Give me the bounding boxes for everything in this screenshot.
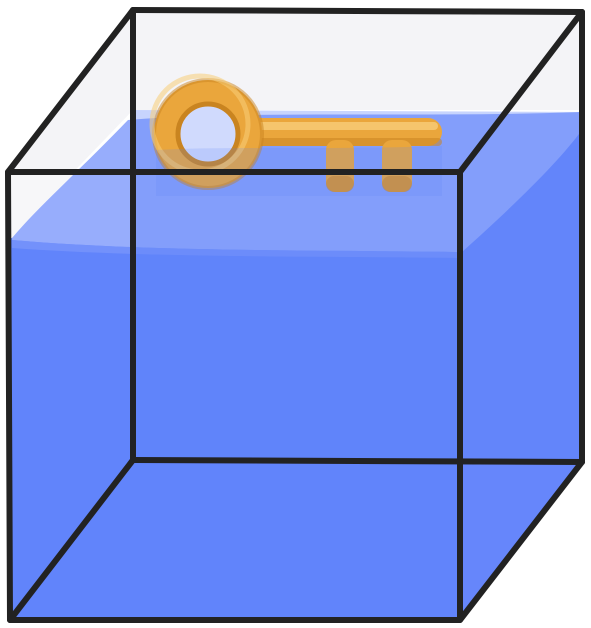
water-surface-rim — [12, 240, 462, 258]
cube-front-edges — [5, 7, 585, 623]
cube-back-edges — [7, 7, 585, 623]
water-back-shade — [133, 110, 582, 462]
water-front-face — [10, 238, 462, 620]
water-right-face — [460, 118, 582, 620]
glass-back-top — [133, 10, 582, 110]
